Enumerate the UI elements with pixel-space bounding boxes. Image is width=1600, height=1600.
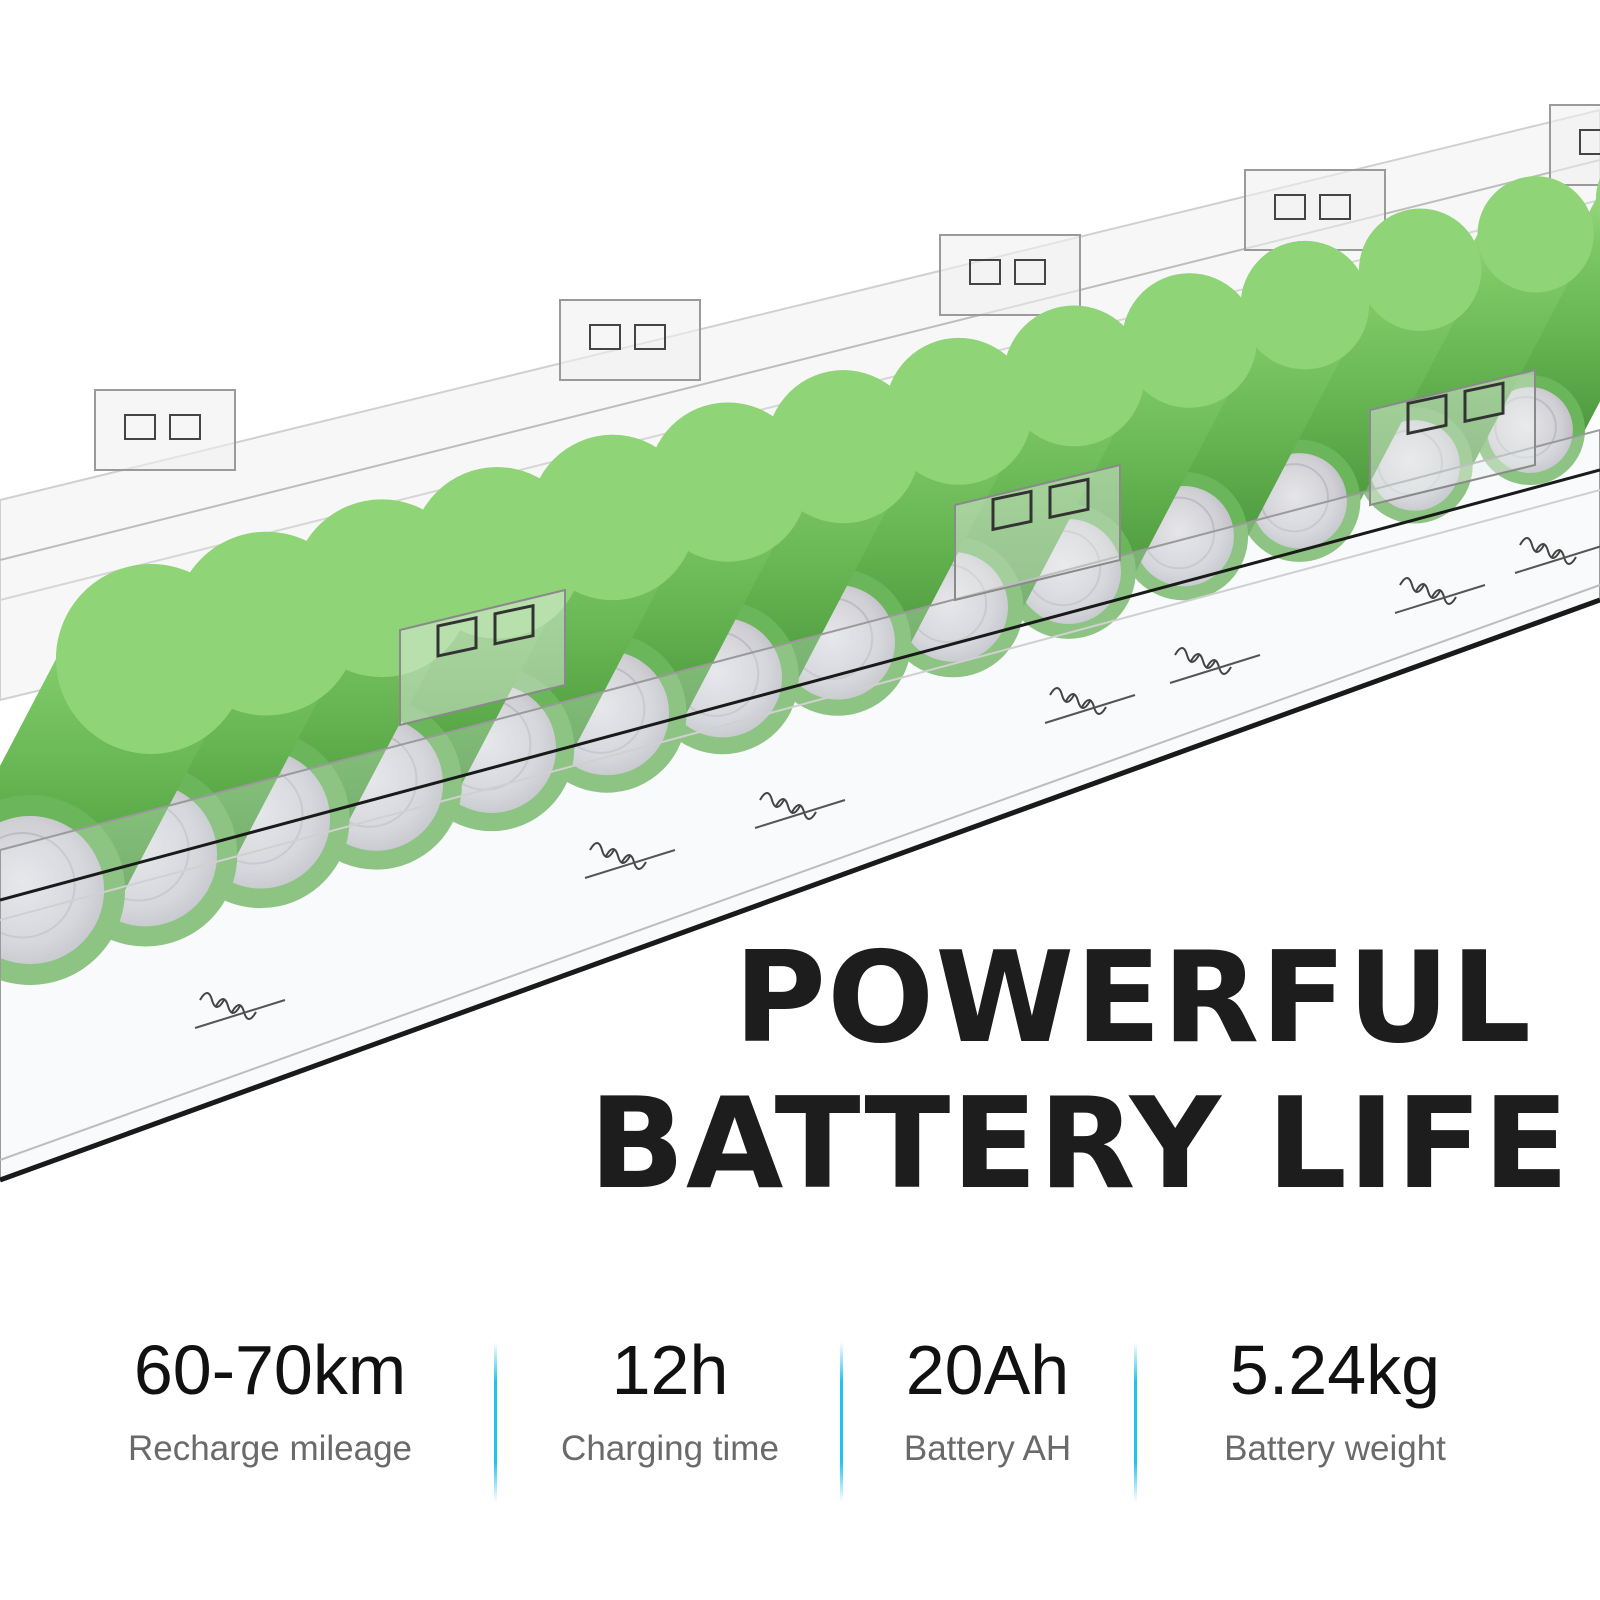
spring-contact-icon	[194, 537, 1600, 1029]
spec-stats: 60-70km Recharge mileage 12h Charging ti…	[0, 1335, 1600, 1505]
stat-label: Battery AH	[903, 1429, 1072, 1468]
cell-holder-bracket-icon	[1369, 368, 1536, 507]
stat-divider	[494, 1342, 497, 1502]
stat-divider	[840, 1342, 843, 1502]
stat-divider	[1134, 1342, 1137, 1502]
cell-holder-bracket-icon	[939, 234, 1081, 316]
stat-charging-time: 12h Charging time	[510, 1335, 830, 1466]
stat-battery-ah: 20Ah Battery AH	[850, 1335, 1125, 1466]
stat-value: 20Ah	[905, 1331, 1070, 1409]
cell-holder-bracket-icon	[954, 463, 1121, 602]
spring-contact-icon	[754, 792, 846, 829]
spring-contact-icon	[194, 992, 286, 1029]
cell-holder-bracket-icon	[94, 104, 1600, 471]
stat-label: Battery weight	[1224, 1429, 1446, 1468]
headline: POWERFUL BATTERY LIFE	[589, 935, 1570, 1207]
cell-holder-bracket-icon	[1244, 169, 1386, 251]
spring-contact-icon	[584, 842, 676, 879]
cell-holder-bracket-icon	[399, 368, 1536, 727]
stat-label: Recharge mileage	[127, 1429, 413, 1468]
spring-contact-icon	[1169, 647, 1261, 684]
stat-value: 60-70km	[133, 1331, 407, 1409]
spring-contact-icon	[1394, 577, 1486, 614]
battery-pack-illustration	[0, 104, 1600, 1183]
spring-contact-icon	[1514, 537, 1600, 574]
headline-line-1: POWERFUL	[733, 924, 1532, 1071]
cell-holder-bracket-icon	[559, 299, 701, 381]
stat-recharge-mileage: 60-70km Recharge mileage	[70, 1335, 470, 1466]
cell-holder-bracket-icon	[94, 389, 236, 471]
cell-holder-bracket-icon	[399, 588, 566, 727]
spring-contact-icon	[1044, 687, 1136, 724]
stat-label: Charging time	[561, 1429, 779, 1468]
headline-line-2: BATTERY LIFE	[588, 1070, 1570, 1217]
stat-value: 12h	[611, 1331, 729, 1409]
cell-holder-bracket-icon	[1549, 104, 1600, 186]
stat-value: 5.24kg	[1229, 1331, 1441, 1409]
battery-cells	[0, 176, 1600, 985]
stat-battery-weight: 5.24kg Battery weight	[1160, 1335, 1510, 1466]
